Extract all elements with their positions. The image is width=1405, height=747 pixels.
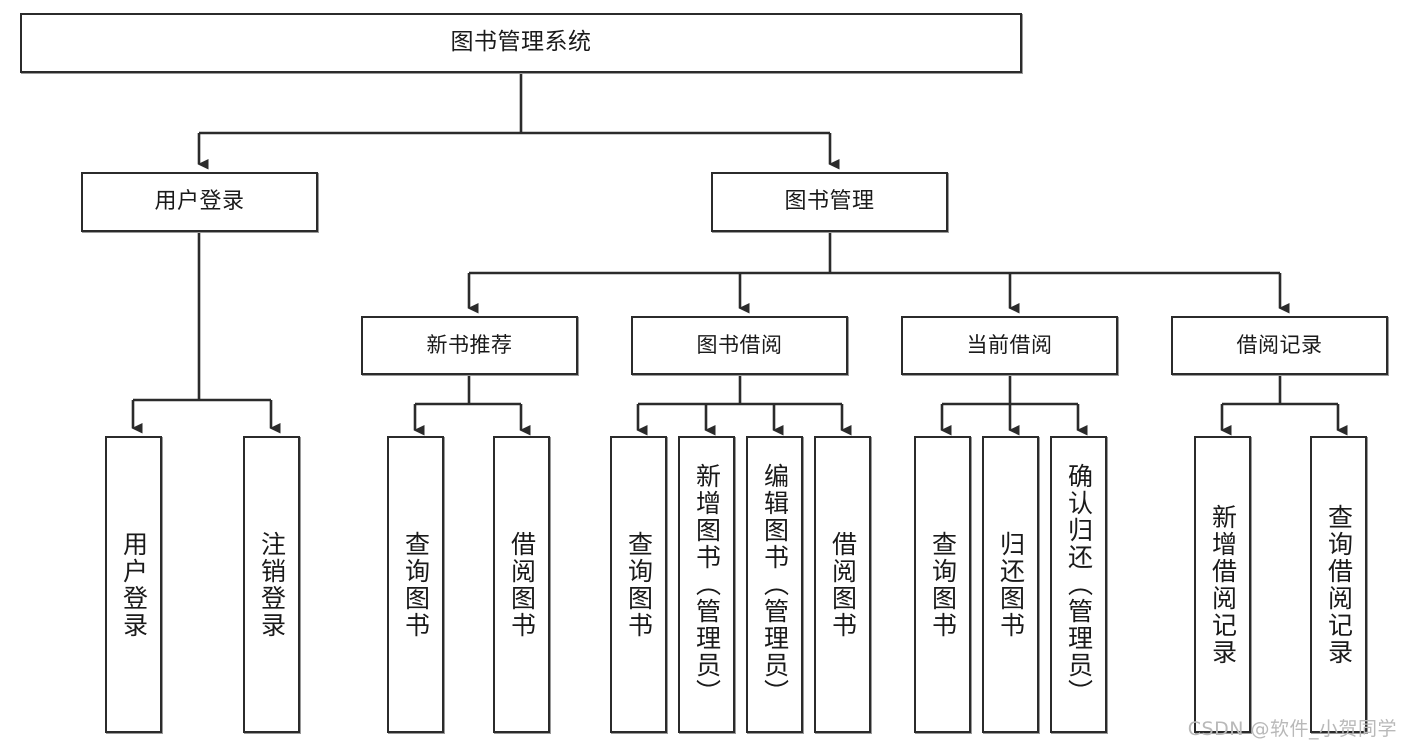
node-label: 查询图书: [401, 530, 431, 639]
leaf-borrow-record-add[interactable]: 新增借阅记录: [1194, 436, 1251, 733]
node-book-management[interactable]: 图书管理: [711, 172, 948, 232]
node-label: 查询借阅记录: [1324, 503, 1354, 666]
leaf-current-borrow-return[interactable]: 归还图书: [982, 436, 1039, 733]
node-user-login[interactable]: 用户登录: [81, 172, 318, 232]
node-label: 新书推荐: [426, 333, 513, 358]
node-new-book-recommend[interactable]: 新书推荐: [361, 316, 578, 375]
node-borrow-record[interactable]: 借阅记录: [1171, 316, 1388, 375]
node-label: 借阅记录: [1236, 333, 1323, 358]
leaf-book-borrow-add[interactable]: 新增图书（管理员）: [678, 436, 735, 733]
leaf-borrow-record-query[interactable]: 查询借阅记录: [1310, 436, 1367, 733]
leaf-current-borrow-query[interactable]: 查询图书: [914, 436, 971, 733]
leaf-user-login-logout[interactable]: 注销登录: [243, 436, 300, 733]
node-label: 用户登录: [154, 189, 245, 215]
leaf-new-book-borrow[interactable]: 借阅图书: [493, 436, 550, 733]
node-label: 借阅图书: [828, 530, 858, 639]
node-label: 查询图书: [928, 530, 958, 639]
node-label: 借阅图书: [507, 530, 537, 639]
node-label: 归还图书: [996, 530, 1026, 639]
leaf-user-login-login[interactable]: 用户登录: [105, 436, 162, 733]
leaf-book-borrow-query[interactable]: 查询图书: [610, 436, 667, 733]
node-label: 新增图书（管理员）: [692, 463, 722, 706]
node-label: 确认归还（管理员）: [1064, 463, 1094, 706]
leaf-current-borrow-confirm-return[interactable]: 确认归还（管理员）: [1050, 436, 1107, 733]
node-label: 用户登录: [119, 530, 149, 639]
leaf-new-book-query[interactable]: 查询图书: [387, 436, 444, 733]
node-label: 编辑图书（管理员）: [760, 463, 790, 706]
node-label: 查询图书: [624, 530, 654, 639]
leaf-book-borrow-edit[interactable]: 编辑图书（管理员）: [746, 436, 803, 733]
leaf-book-borrow-borrow[interactable]: 借阅图书: [814, 436, 871, 733]
node-current-borrow[interactable]: 当前借阅: [901, 316, 1118, 375]
node-label: 图书借阅: [696, 333, 783, 358]
node-label: 新增借阅记录: [1208, 503, 1238, 666]
node-root-system[interactable]: 图书管理系统: [20, 13, 1022, 73]
node-label: 图书管理: [784, 189, 875, 215]
node-label: 注销登录: [257, 530, 287, 639]
node-book-borrow[interactable]: 图书借阅: [631, 316, 848, 375]
node-label: 图书管理系统: [450, 29, 592, 56]
node-label: 当前借阅: [966, 333, 1053, 358]
